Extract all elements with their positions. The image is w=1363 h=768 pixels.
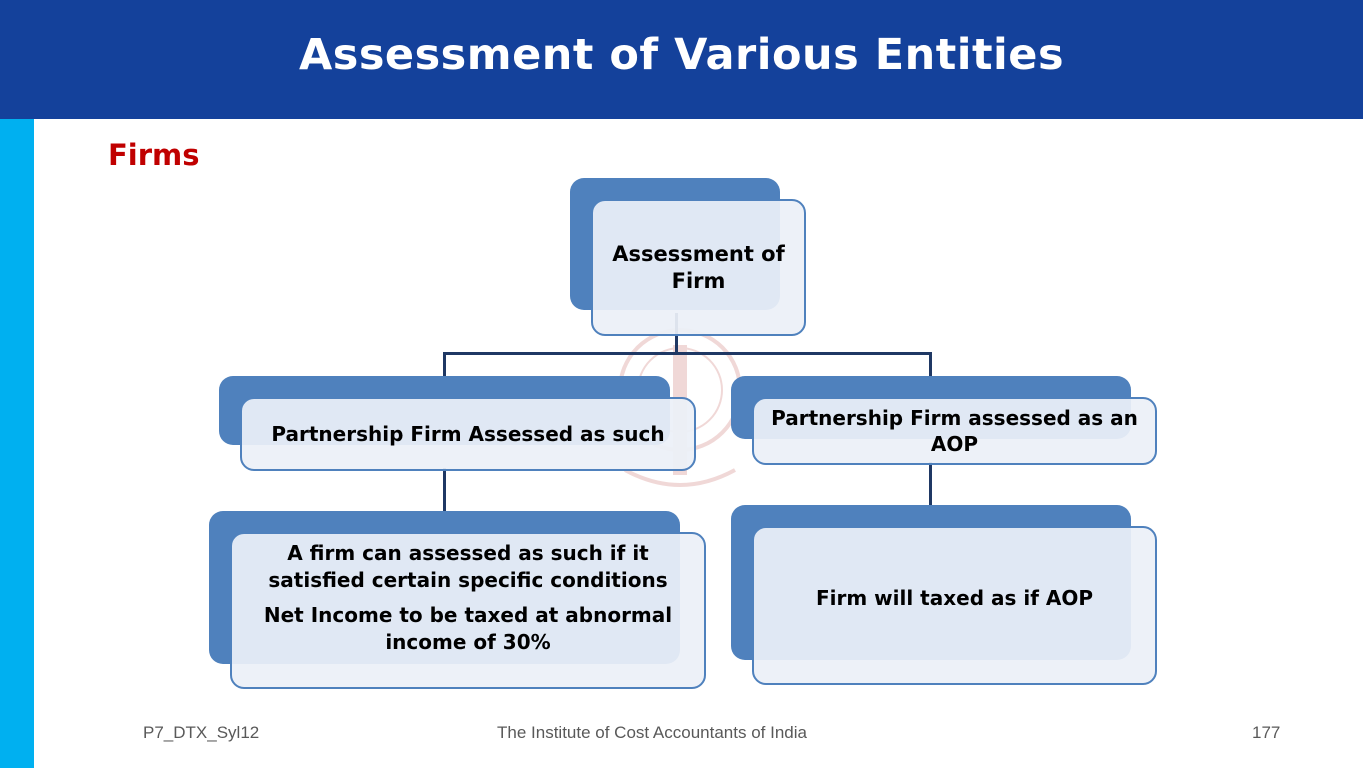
footer-page-number: 177 xyxy=(1252,723,1281,742)
right-detail-label: Firm will taxed as if AOP xyxy=(815,585,1093,610)
left-detail-node: A firm can assessed as such if it satisf… xyxy=(230,532,706,689)
slide-title: Assessment of Various Entities xyxy=(298,30,1065,80)
title-bar: Assessment of Various Entities xyxy=(0,0,1363,119)
left-branch-node: Partnership Firm Assessed as such xyxy=(240,397,696,471)
left-accent-strip xyxy=(0,119,34,768)
left-detail-line-2: Net Income to be taxed at abnormal incom… xyxy=(263,603,673,654)
left-branch-label: Partnership Firm Assessed as such xyxy=(271,422,665,446)
connector-right-child xyxy=(929,462,932,507)
footer-code: P7_DTX_Syl12 xyxy=(143,723,260,742)
root-node: Assessment of Firm xyxy=(591,199,806,336)
connector-right-drop xyxy=(929,352,932,378)
left-detail-line-1: A firm can assessed as such if it satisf… xyxy=(268,541,668,592)
section-title: Firms xyxy=(108,138,200,172)
root-node-label: Assessment of Firm xyxy=(612,242,785,293)
right-branch-label: Partnership Firm assessed as an AOP xyxy=(771,406,1138,456)
connector-left-child xyxy=(443,468,446,513)
right-branch-node: Partnership Firm assessed as an AOP xyxy=(752,397,1157,465)
connector-left-drop xyxy=(443,352,446,378)
right-detail-node: Firm will taxed as if AOP xyxy=(752,526,1157,685)
footer-institute: The Institute of Cost Accountants of Ind… xyxy=(497,723,807,742)
connector-horizontal xyxy=(443,352,932,355)
